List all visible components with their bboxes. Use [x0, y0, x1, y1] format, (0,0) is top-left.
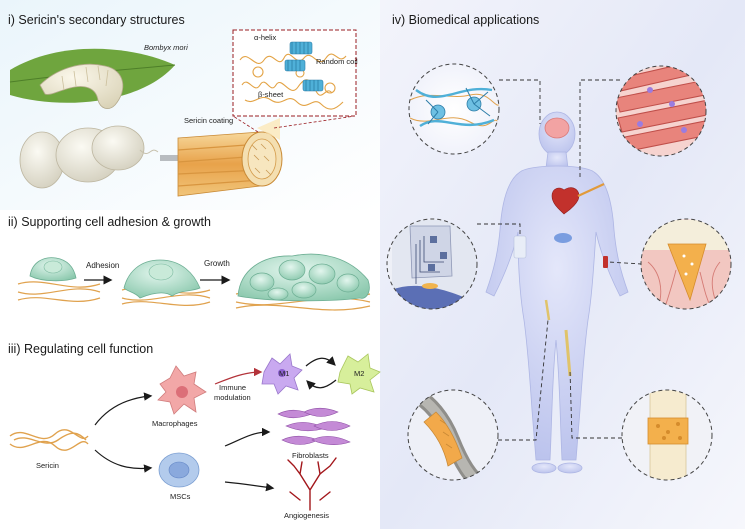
organism-label: Bombyx mori — [144, 43, 188, 52]
nerve-regeneration-circle — [408, 63, 500, 155]
immune-arrow — [214, 367, 263, 385]
to-fibroblast-arrow — [224, 427, 271, 447]
sericin-strands — [9, 429, 89, 451]
connector-lines — [477, 79, 643, 441]
skin-wound — [603, 256, 608, 268]
mscs-label: MSCs — [170, 492, 191, 501]
sericin-coating-label: Sericin coating — [184, 116, 234, 125]
to-macrophage-arrow — [94, 392, 153, 426]
blood-vessels — [287, 457, 337, 511]
adhesion-cell — [29, 257, 77, 282]
syringe — [577, 183, 605, 197]
cocoons — [19, 125, 159, 189]
m1-to-m2-arrow — [305, 356, 336, 367]
fiber-bundle — [177, 118, 283, 197]
angiogenesis-label: Angiogenesis — [284, 511, 330, 520]
silkworm — [39, 63, 124, 110]
wound-healing-circle — [640, 218, 732, 310]
bone-repair-circle — [621, 389, 713, 481]
m1-label: M1 — [279, 369, 290, 378]
arm-device — [513, 235, 527, 259]
nerve-graft — [544, 299, 551, 321]
macrophage — [157, 365, 207, 415]
to-msc-arrow — [94, 449, 153, 473]
alpha-helix — [284, 41, 324, 92]
immune-label: Immune — [219, 383, 247, 392]
panel-ii-heading: ii) Supporting cell adhesion & growth — [8, 215, 211, 229]
sericin-label: Sericin — [36, 461, 59, 470]
random-coil-label: Random coil — [316, 57, 358, 66]
fibroblasts — [277, 407, 351, 446]
brain — [544, 117, 570, 139]
panel-iii-heading: iii) Regulating cell function — [8, 342, 154, 356]
growth-step-label: Growth — [204, 259, 230, 268]
wearable-device-circle — [386, 218, 478, 310]
lower-organ — [554, 233, 572, 243]
m1-cell — [261, 353, 303, 395]
modulation-label: modulation — [214, 393, 251, 402]
fibroblasts-label: Fibroblasts — [292, 451, 329, 460]
panel-i-heading: i) Sericin's secondary structures — [8, 13, 185, 27]
heart — [551, 187, 580, 215]
grown-cells — [237, 253, 370, 302]
to-angiogenesis-arrow — [224, 481, 275, 492]
m2-to-m1-arrow — [306, 379, 337, 390]
leg-bone — [564, 329, 572, 377]
m2-label: M2 — [354, 369, 365, 378]
adhesion-step-label: Adhesion — [86, 261, 120, 270]
panel-iv-heading: iv) Biomedical applications — [392, 13, 540, 27]
spreading-cell — [123, 259, 201, 299]
msc-cell — [158, 452, 200, 488]
macrophages-label: Macrophages — [152, 419, 198, 428]
beta-sheet-label: β-sheet — [258, 90, 284, 99]
alpha-helix-label: α-helix — [254, 33, 277, 42]
m2-cell — [337, 353, 381, 395]
